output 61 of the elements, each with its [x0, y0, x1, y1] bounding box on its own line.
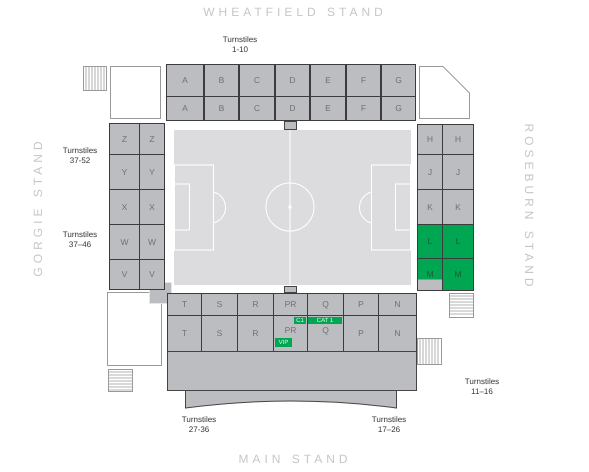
seating-section: X: [109, 189, 140, 225]
seating-section: V: [109, 259, 140, 290]
seating-section: H: [417, 124, 443, 155]
seating-section: B: [204, 64, 239, 97]
stand-name: MAIN STAND: [238, 453, 352, 465]
seating-section: K: [417, 189, 443, 225]
seating-section: D: [275, 96, 310, 121]
stand-name: ROSEBURN STAND: [523, 123, 535, 291]
seating-section: S: [201, 315, 238, 352]
turnstiles-label: Turnstiles 1-10: [222, 35, 258, 55]
turnstiles-label: Turnstiles 11–16: [464, 377, 500, 397]
seating-section: R: [237, 293, 274, 316]
seating-section: Y: [139, 154, 165, 190]
seating-section: E: [310, 64, 346, 97]
seating-section: F: [346, 64, 381, 97]
seating-section: G: [381, 64, 416, 97]
seating-section: A: [166, 96, 204, 121]
seating-section: Z: [109, 123, 140, 155]
seating-section: [273, 315, 308, 352]
seating-section: PR: [273, 293, 308, 316]
seating-section: N: [378, 293, 417, 316]
turnstiles-label: Turnstiles 37-52: [62, 146, 98, 166]
seating-section: M: [442, 258, 474, 291]
seating-section: Q: [307, 293, 344, 316]
seating-section: Z: [139, 123, 165, 155]
seating-section: F: [346, 96, 381, 121]
seating-section: G: [381, 96, 416, 121]
seating-section: E: [310, 96, 346, 121]
seating-section: B: [204, 96, 239, 121]
seating-section: S: [201, 293, 238, 316]
seating-section: C: [239, 96, 275, 121]
seating-section: [307, 315, 344, 352]
seating-section: K: [442, 189, 474, 225]
curved-stand-block: [185, 390, 397, 409]
seating-section: J: [442, 154, 474, 190]
seating-section: W: [109, 224, 140, 260]
seating-section: H: [442, 124, 474, 155]
seating-section: P: [343, 293, 379, 316]
seating-section: C: [239, 64, 275, 97]
turnstiles-label: Turnstiles 27-36: [182, 415, 216, 435]
turnstiles-label: Turnstiles 37–46: [62, 230, 98, 250]
stand-name: GORGIE STAND: [32, 137, 44, 277]
seating-section: P: [343, 315, 379, 352]
seating-section: L: [417, 224, 443, 259]
seating-section: D: [275, 64, 310, 97]
seating-section: J: [417, 154, 443, 190]
section-label: Q: [322, 326, 329, 335]
seating-section: L: [442, 224, 474, 259]
seating-section: A: [166, 64, 204, 97]
seating-section: V: [139, 259, 165, 290]
seating-section: T: [167, 315, 202, 352]
seating-section: W: [139, 224, 165, 260]
turnstiles-label: Turnstiles 17–26: [372, 415, 406, 435]
seating-section: X: [139, 189, 165, 225]
stand-name: WHEATFIELD STAND: [203, 6, 387, 18]
seating-section: N: [378, 315, 417, 352]
seating-section: Y: [109, 154, 140, 190]
section-label: PR: [284, 326, 296, 335]
seating-section: T: [167, 293, 202, 316]
seating-section: M: [417, 258, 443, 291]
seating-section: R: [237, 315, 274, 352]
